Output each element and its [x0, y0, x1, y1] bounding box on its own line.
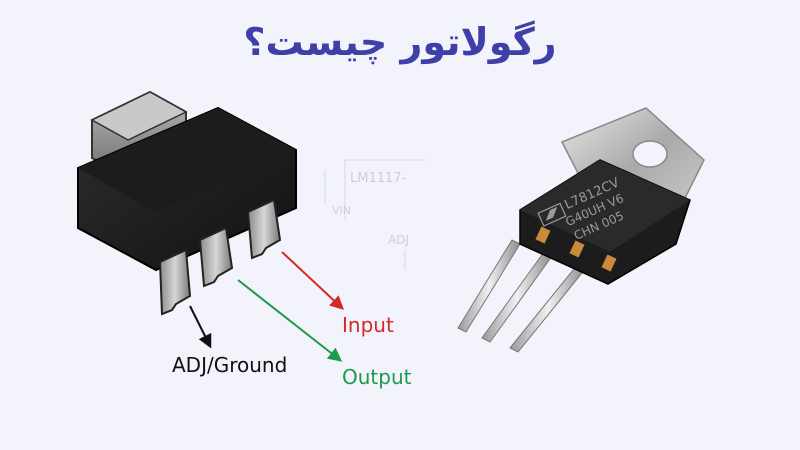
adj-ground-label: ADJ/Ground — [172, 353, 287, 377]
schematic-vin-label: VIN — [332, 204, 351, 217]
smd-pin-output — [198, 226, 234, 288]
faint-schematic: LM1117- VIN ADJ — [324, 159, 425, 270]
to220-regulator: L7812CV G40UH V6 CHN 005 — [457, 107, 705, 353]
smd-regulator — [77, 90, 297, 316]
schematic-adj-label: ADJ — [388, 233, 409, 247]
schematic-part-label: LM1117- — [350, 171, 407, 186]
output-arrow — [237, 279, 343, 362]
adj-ground-arrow — [189, 305, 212, 349]
page-title: رگولاتور چیست؟ — [243, 20, 557, 64]
st-logo-icon — [537, 202, 567, 227]
input-label: Input — [342, 313, 394, 337]
output-label: Output — [342, 365, 412, 389]
input-arrow — [281, 251, 345, 310]
smd-pin-adj — [158, 248, 192, 316]
smd-pin-input — [246, 198, 282, 260]
